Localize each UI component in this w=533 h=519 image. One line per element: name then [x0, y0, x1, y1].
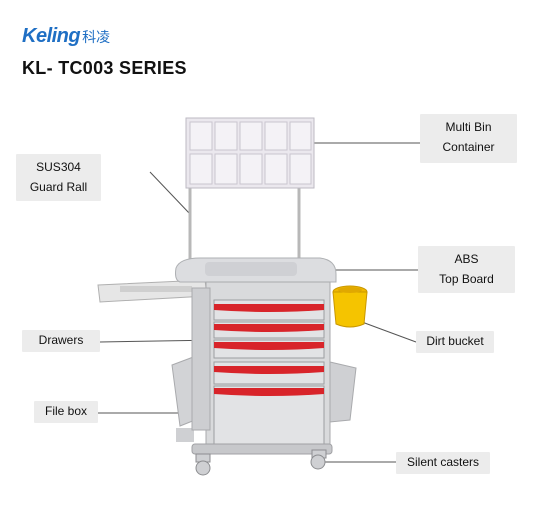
page-title: KL- TC003 SERIES — [22, 58, 187, 78]
cart-base — [191, 443, 333, 455]
label-guard-rail-line1: SUS304 — [36, 160, 81, 174]
leader-guard-rail — [149, 171, 191, 215]
brand-logo-cn: 科凌 — [82, 30, 111, 46]
dirt-bucket — [332, 285, 368, 328]
label-dirt-bucket: Dirt bucket — [416, 331, 494, 353]
label-abs-top-line1: ABS — [454, 252, 479, 266]
label-abs-top: ABS Top Board — [418, 246, 515, 293]
multi-bin-container — [185, 117, 315, 189]
label-drawers: Drawers — [22, 330, 100, 352]
side-bin — [329, 361, 357, 423]
label-guard-rail-line2: Guard Rall — [29, 180, 88, 194]
abs-top-board — [175, 257, 337, 283]
label-multi-bin: Multi Bin Container — [420, 114, 517, 163]
label-abs-top-line2: Top Board — [439, 272, 494, 286]
label-guard-rail: SUS304 Guard Rall — [16, 154, 101, 201]
label-multi-bin-line2: Container — [442, 140, 495, 154]
brand-logo-text: Keling — [22, 25, 81, 47]
drawers — [213, 299, 325, 445]
silent-casters — [195, 449, 327, 476]
label-silent-casters: Silent casters — [396, 452, 490, 474]
guard-rail — [188, 186, 301, 260]
label-file-box: File box — [34, 401, 98, 423]
side-shelf — [97, 279, 208, 303]
leader-dirt-bucket — [361, 321, 417, 343]
brand-logo: Keling 科凌 — [22, 25, 110, 48]
label-multi-bin-line1: Multi Bin — [445, 120, 492, 134]
